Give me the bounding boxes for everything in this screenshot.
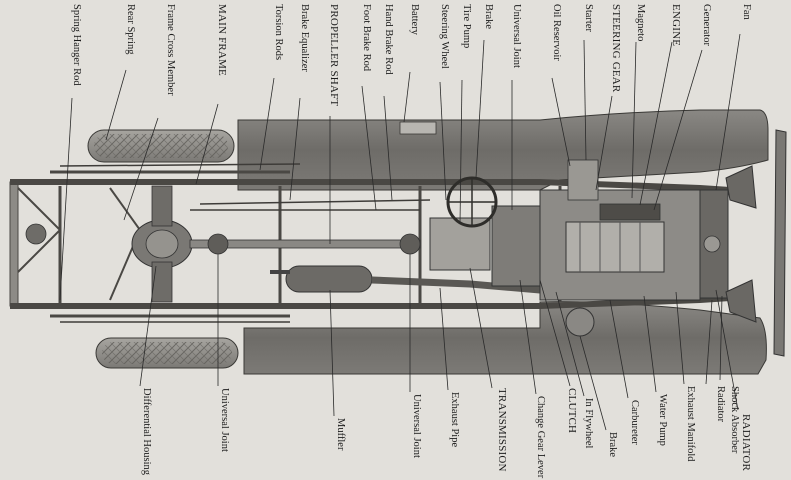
label-main-frame: MAIN FRAME: [216, 4, 228, 76]
label-brake-equalizer: Brake Equalizer: [299, 4, 310, 72]
label-carbureter: Carbureter: [629, 400, 640, 445]
label-rear-spring: Rear Spring: [125, 4, 136, 55]
label-spring-hanger-rod: Spring Hanger Rod: [71, 4, 82, 86]
label-magneto: Magneto: [635, 4, 646, 42]
label-battery: Battery: [409, 4, 420, 35]
upper-fender-board: [237, 109, 769, 191]
label-hand-brake-rod: Hand Brake Rod: [383, 4, 394, 75]
leader-lines: [59, 33, 741, 431]
headlamps: [725, 129, 787, 357]
label-brake-top: Brake: [483, 4, 494, 30]
label-in-flywheel: In Flywheel: [583, 398, 594, 449]
label-torsion-rods: Torsion Rods: [273, 4, 284, 61]
label-exhaust-manifold: Exhaust Manifold: [685, 386, 696, 462]
label-frame-cross-member: Frame Cross Member: [165, 4, 176, 96]
label-generator: Generator: [701, 4, 712, 46]
label-starter: Starter: [583, 4, 594, 32]
label-change-gear-lever: Change Gear Lever: [535, 396, 546, 479]
label-propeller-shaft: PROPELLER SHAFT: [328, 4, 340, 107]
engine-block: [539, 159, 729, 337]
label-water-pump: Water Pump: [657, 394, 668, 446]
label-tire-pump: Tire Pump: [461, 4, 472, 49]
main-frame: [9, 170, 731, 318]
rear-tire-bottom: [95, 337, 239, 369]
label-differential-housing: Differential Housing: [141, 388, 152, 475]
label-muffler: Muffler: [335, 418, 346, 451]
label-clutch: CLUTCH: [566, 388, 578, 434]
label-universal-joint-bottom-1: Universal Joint: [411, 394, 422, 458]
transmission-block: [429, 176, 543, 287]
label-universal-joint-top: Universal Joint: [511, 4, 522, 68]
muffler-exhaust: [270, 265, 541, 294]
label-universal-joint-bottom-2: Universal Joint: [219, 388, 230, 452]
battery-box: [399, 121, 437, 135]
label-radiator: RADIATOR: [740, 414, 752, 472]
rods: [59, 163, 431, 323]
label-engine: ENGINE: [670, 4, 682, 47]
label-steering-wheel: Steering Wheel: [439, 4, 450, 69]
label-transmission: TRANSMISSION: [496, 388, 508, 472]
label-shock-absorber: Shock Absorber: [729, 386, 740, 454]
label-oil-reservoir: Oil Reservoir: [551, 4, 562, 61]
label-radiator-lower: Radiator: [715, 386, 726, 423]
label-foot-brake-rod: Foot Brake Rod: [361, 4, 372, 72]
label-steering-gear: STEERING GEAR: [610, 4, 622, 93]
label-exhaust-pipe: Exhaust Pipe: [449, 392, 460, 448]
rear-tire-top: [87, 129, 235, 163]
lower-fender-board: [243, 301, 767, 375]
label-fan: Fan: [741, 4, 752, 20]
drivetrain: [25, 185, 421, 303]
label-brake-bottom: Brake: [607, 432, 618, 458]
